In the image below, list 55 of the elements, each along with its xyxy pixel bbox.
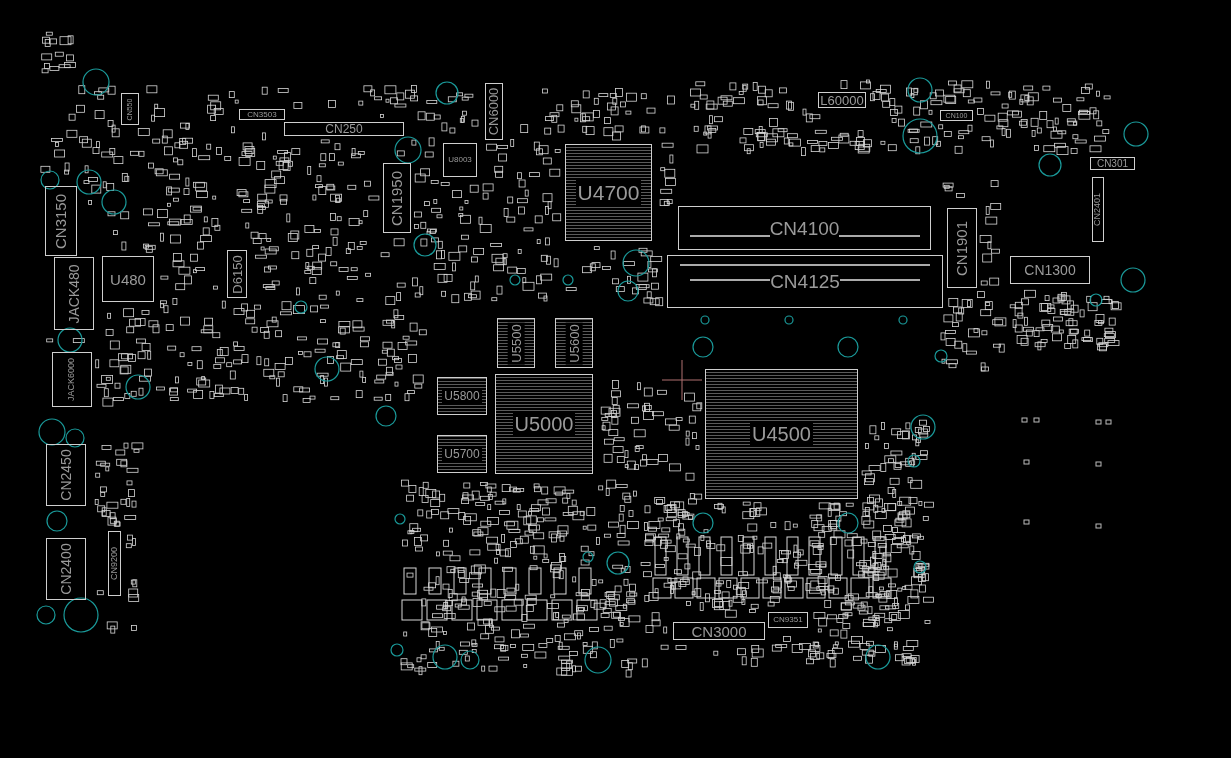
jack-footprint <box>54 257 94 330</box>
connector-footprint <box>46 444 86 506</box>
reference-designator: U8003 <box>448 156 472 164</box>
reference-designator: CN6000 <box>487 87 501 136</box>
connector-footprint <box>284 122 404 136</box>
connector-footprint <box>485 83 503 140</box>
reference-designator: U5600 <box>565 321 583 365</box>
bga-chip-footprint <box>437 377 487 415</box>
connector-footprint <box>940 110 973 121</box>
memory-slot-footprint <box>667 255 943 308</box>
connector-footprint <box>108 531 121 596</box>
chip-footprint <box>443 143 477 177</box>
reference-designator: CN2450 <box>59 449 73 501</box>
chip-footprint <box>102 256 154 302</box>
reference-designator: CN3150 <box>53 193 69 249</box>
bga-chip-footprint <box>437 435 487 473</box>
connector-footprint <box>45 186 77 256</box>
reference-designator: U4500 <box>750 422 813 446</box>
reference-designator: CN9200 <box>110 547 119 580</box>
reference-designator: U5800 <box>442 388 482 404</box>
reference-designator: U5700 <box>442 446 482 462</box>
reference-designator: CN3503 <box>247 110 277 119</box>
connector-footprint <box>1090 157 1135 170</box>
reference-designator: JACK480 <box>67 263 81 324</box>
reference-designator: JACK6000 <box>67 358 77 401</box>
connector-footprint <box>121 93 139 125</box>
reference-designator: U5000 <box>512 412 576 436</box>
connector-footprint <box>383 163 411 233</box>
reference-designator: CN1300 <box>1024 263 1076 277</box>
reference-designator: CN9351 <box>773 616 803 624</box>
connector-footprint <box>1010 256 1090 284</box>
reference-designator: CN301 <box>1096 158 1129 169</box>
jack-footprint <box>52 352 92 407</box>
connector-footprint <box>239 109 285 120</box>
bga-chip-footprint <box>495 374 593 474</box>
connector-footprint <box>1092 177 1104 242</box>
reference-designator: CN1950 <box>389 170 405 226</box>
bga-chip-footprint <box>497 318 535 368</box>
connector-footprint <box>673 622 765 640</box>
reference-designator: CN250 <box>325 123 363 135</box>
reference-designator: U5500 <box>507 321 525 365</box>
memory-slot-footprint <box>678 206 931 250</box>
reference-designator: CN2400 <box>59 543 73 595</box>
bga-chip-footprint <box>705 369 858 499</box>
reference-designator: CN2401 <box>1093 193 1103 226</box>
bga-chip-footprint <box>555 318 593 368</box>
reference-designator: CN4125 <box>770 272 840 291</box>
connector-footprint <box>947 208 977 288</box>
bga-chip-footprint <box>565 144 652 241</box>
reference-designator: L60000 <box>820 93 864 107</box>
reference-designator: CN1901 <box>954 220 970 276</box>
connector-footprint <box>46 538 86 600</box>
reference-designator: D6150 <box>230 254 244 294</box>
reference-designator: U4700 <box>575 180 642 205</box>
connector-footprint <box>768 612 808 628</box>
